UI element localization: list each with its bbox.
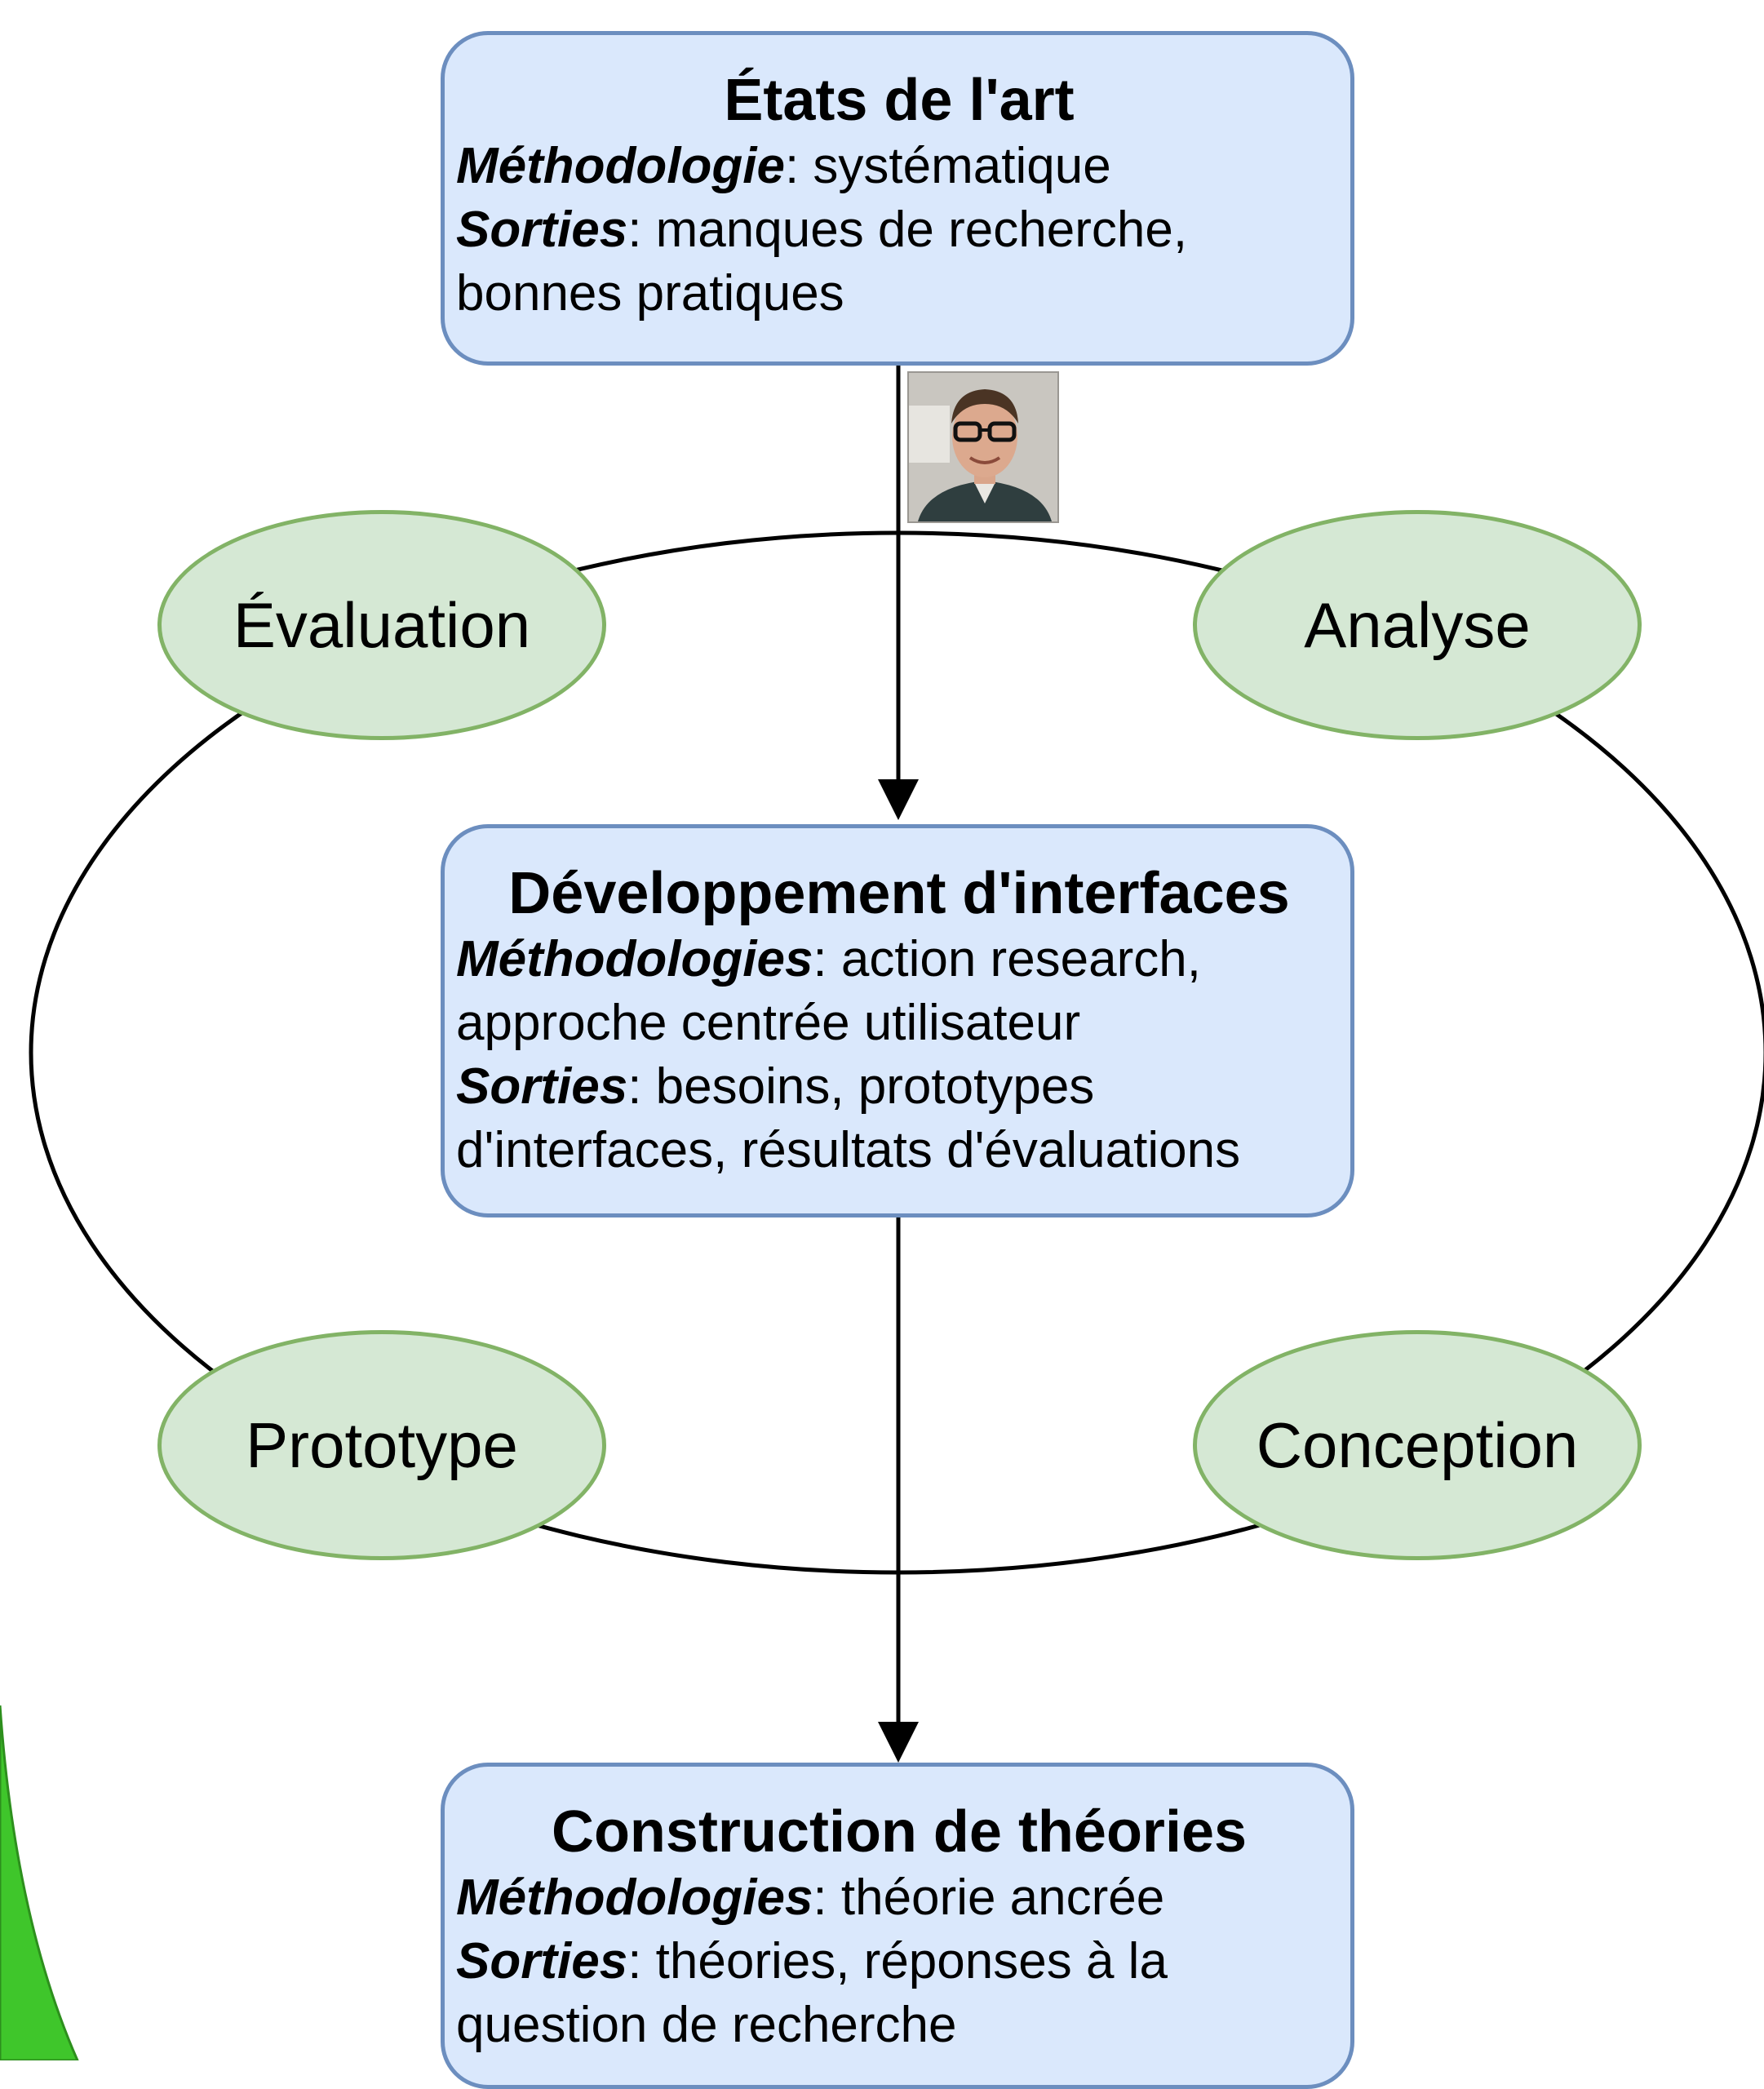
person-photo-icon — [907, 371, 1059, 523]
sorties-line: Sorties: besoins, prototypes — [456, 1058, 1095, 1115]
corner-accent-shape — [0, 1705, 79, 2060]
methodologies-line: Méthodologies: action research, — [456, 931, 1201, 987]
box-title: Construction de théories — [551, 1799, 1248, 1865]
sorties-line-continued: question de recherche — [456, 1997, 957, 2053]
sorties-line: Sorties: théories, réponses à la — [456, 1933, 1168, 1989]
box-developpement-interfaces: Développement d'interfaces Méthodologies… — [441, 824, 1354, 1217]
sorties-line-continued: d'interfaces, résultats d'évaluations — [456, 1122, 1241, 1178]
box-title: Développement d'interfaces — [508, 861, 1290, 926]
phase-evaluation: Évaluation — [157, 510, 606, 740]
phase-conception: Conception — [1193, 1330, 1642, 1560]
phase-analyse: Analyse — [1193, 510, 1642, 740]
methodologies-line: Méthodologies: théorie ancrée — [456, 1869, 1165, 1926]
box-title: États de l'art — [724, 68, 1075, 133]
box-etats-de-lart: États de l'art Méthodologie: systématiqu… — [441, 31, 1354, 366]
methodologies-line-continued: approche centrée utilisateur — [456, 995, 1081, 1051]
phase-prototype: Prototype — [157, 1330, 606, 1560]
methodologie-line: Méthodologie: systématique — [456, 138, 1111, 194]
sorties-line-continued: bonnes pratiques — [456, 265, 844, 322]
sorties-line: Sorties: manques de recherche, — [456, 202, 1188, 258]
box-construction-theories: Construction de théories Méthodologies: … — [441, 1763, 1354, 2089]
